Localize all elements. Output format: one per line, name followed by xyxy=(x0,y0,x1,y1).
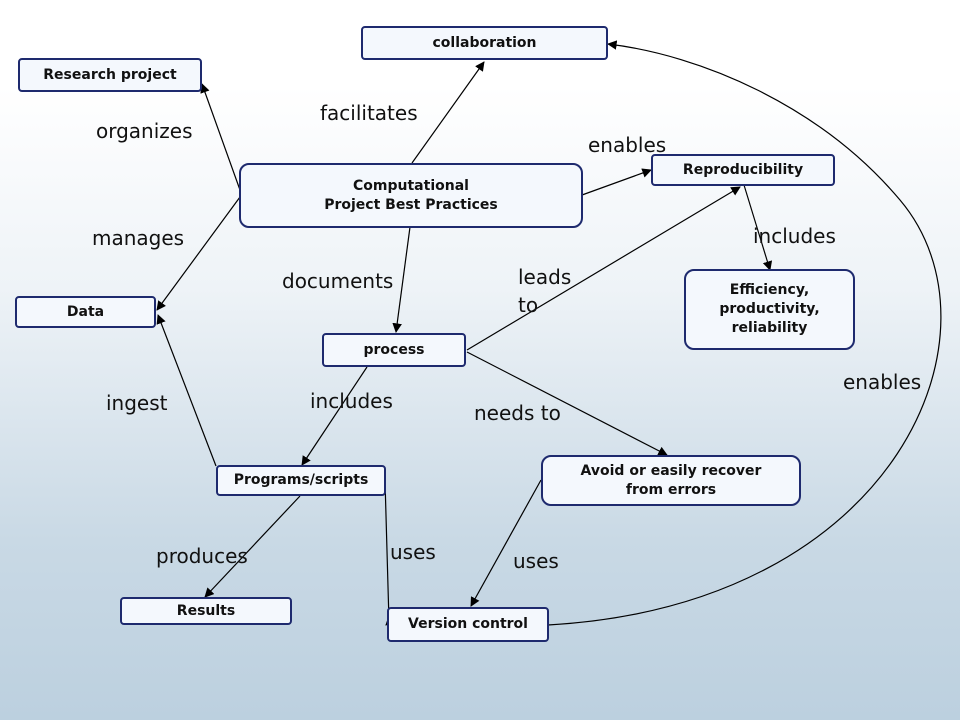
node-research-project: Research project xyxy=(18,58,202,92)
node-avoid-or-recover-errors: Avoid or easily recover from errors xyxy=(541,455,801,506)
edge-enables-collaboration xyxy=(547,40,942,626)
label-enables-reproducibility: enables xyxy=(588,133,667,157)
edge-includes-efficiency xyxy=(743,184,773,271)
label-includes-programs: includes xyxy=(310,389,393,413)
edge-organizes xyxy=(200,83,241,191)
edge-uses-programs xyxy=(384,479,396,626)
edge-includes-programs xyxy=(301,366,368,466)
node-data: Data xyxy=(15,296,156,328)
label-produces: produces xyxy=(156,544,248,568)
node-computational-project-best-practices: Computational Project Best Practices xyxy=(239,163,583,228)
node-collaboration: collaboration xyxy=(361,26,608,60)
label-manages: manages xyxy=(92,226,185,250)
label-leads-to: leads to xyxy=(518,265,572,317)
edge-documents xyxy=(392,226,411,333)
label-facilitates: facilitates xyxy=(320,101,418,125)
label-needs-to: needs to xyxy=(474,401,561,425)
node-efficiency-productivity-reliability: Efficiency, productivity, reliability xyxy=(684,269,855,350)
label-enables-collaboration: enables xyxy=(843,370,922,394)
node-process: process xyxy=(322,333,466,367)
label-uses-avoid: uses xyxy=(513,549,559,573)
node-reproducibility: Reproducibility xyxy=(651,154,835,186)
edge-facilitates xyxy=(411,61,485,164)
edge-needs-to xyxy=(466,351,668,456)
label-ingest: ingest xyxy=(106,391,168,415)
node-results: Results xyxy=(120,597,292,625)
edge-leads-to xyxy=(466,186,741,351)
label-uses-programs: uses xyxy=(390,540,436,564)
edge-uses-avoid xyxy=(470,479,542,607)
label-organizes: organizes xyxy=(96,119,193,143)
edge-produces xyxy=(204,495,301,598)
edge-enables-reproducibility xyxy=(581,168,652,196)
node-version-control: Version control xyxy=(387,607,549,642)
edge-ingest xyxy=(156,314,217,467)
label-includes-efficiency: includes xyxy=(753,224,836,248)
label-documents: documents xyxy=(282,269,394,293)
node-programs-scripts: Programs/scripts xyxy=(216,465,386,496)
edge-manages xyxy=(156,196,241,311)
